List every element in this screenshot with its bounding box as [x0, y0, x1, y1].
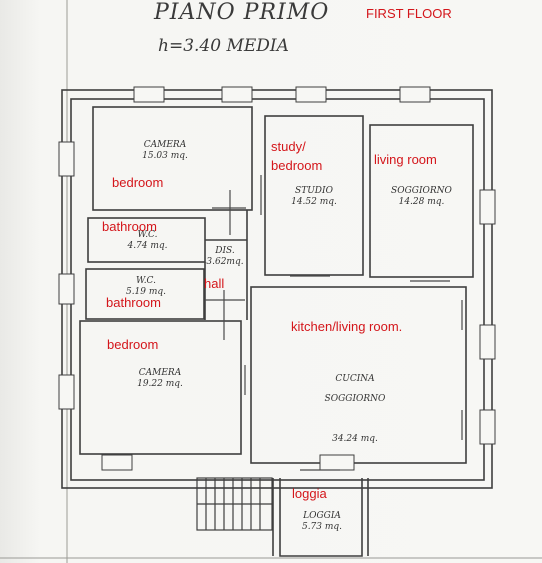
soggiorno-walls — [369, 124, 474, 278]
room-cucina: CUCINA SOGGIORNO 34.24 mq. — [280, 349, 430, 469]
annotation-hall: hall — [204, 276, 225, 291]
annotation-bedroom-1: bedroom — [112, 175, 164, 190]
room-name: CAMERA — [143, 140, 187, 150]
room-studio: STUDIO 14.52 mq. — [265, 186, 363, 208]
wc-2-walls — [85, 268, 205, 320]
window-left-3 — [58, 374, 75, 410]
annotation-living-room: living room — [374, 152, 437, 167]
plan-height: h=3.40 MEDIA — [158, 36, 289, 56]
room-wc-2: W.C. 5.19 mq. — [96, 276, 196, 298]
room-area: 3.62mq. — [206, 257, 244, 267]
room-soggiorno: SOGGIORNO 14.28 mq. — [370, 186, 473, 208]
stairs — [196, 477, 273, 531]
window-right-1 — [479, 189, 496, 225]
room-name: DIS. — [215, 246, 235, 256]
room-wc-1: W.C. 4.74 mq. — [100, 230, 195, 252]
room-area: 15.03 mq. — [142, 151, 188, 161]
window-bottom-1 — [101, 454, 133, 471]
room-area: 4.74 mq. — [127, 241, 168, 251]
room-name: LOGGIA — [303, 511, 341, 521]
window-right-2 — [479, 324, 496, 360]
room-area: 14.28 mq. — [398, 197, 445, 207]
room-camera-2: CAMERA 19.22 mq. — [100, 368, 220, 390]
camera-1-walls — [92, 106, 253, 211]
window-left-2 — [58, 273, 75, 305]
loggia-walls — [279, 478, 363, 557]
window-right-3 — [479, 409, 496, 445]
annotation-loggia: loggia — [292, 486, 327, 501]
room-dis: DIS. 3.62mq. — [200, 246, 250, 268]
cucina-walls — [250, 286, 467, 464]
studio-walls — [264, 115, 364, 276]
annotation-bedroom-2: bedroom — [107, 337, 159, 352]
room-area: 5.19 mq. — [125, 287, 167, 297]
room-name: CUCINA SOGGIORNO — [324, 374, 386, 404]
room-name: CAMERA — [138, 368, 182, 378]
annotation-kitchen: kitchen/living room. — [291, 319, 403, 334]
room-name: W.C. — [136, 276, 156, 286]
window-top-2 — [221, 86, 253, 103]
plan-title-english: FIRST FLOOR — [366, 6, 452, 21]
window-top-3 — [295, 86, 327, 103]
room-loggia: LOGGIA 5.73 mq. — [282, 511, 362, 533]
annotation-study: study/ bedroom — [271, 139, 323, 173]
room-name: W.C. — [137, 230, 158, 240]
room-name: SOGGIORNO — [391, 186, 452, 196]
annotation-bathroom-1: bathroom — [102, 219, 157, 234]
plan-title: PIANO PRIMO — [154, 0, 330, 25]
room-area: 5.73 mq. — [301, 522, 343, 532]
room-camera-1: CAMERA 15.03 mq. — [110, 140, 220, 162]
room-area: 34.24 mq. — [332, 434, 378, 444]
window-top-1 — [133, 86, 165, 103]
window-top-4 — [399, 86, 431, 103]
room-name: STUDIO — [295, 186, 333, 196]
room-area: 14.52 mq. — [291, 197, 337, 207]
camera-2-walls — [79, 320, 242, 455]
annotation-bathroom-2: bathroom — [106, 295, 161, 310]
room-area: 19.22 mq. — [137, 379, 183, 389]
window-left-1 — [58, 141, 75, 177]
